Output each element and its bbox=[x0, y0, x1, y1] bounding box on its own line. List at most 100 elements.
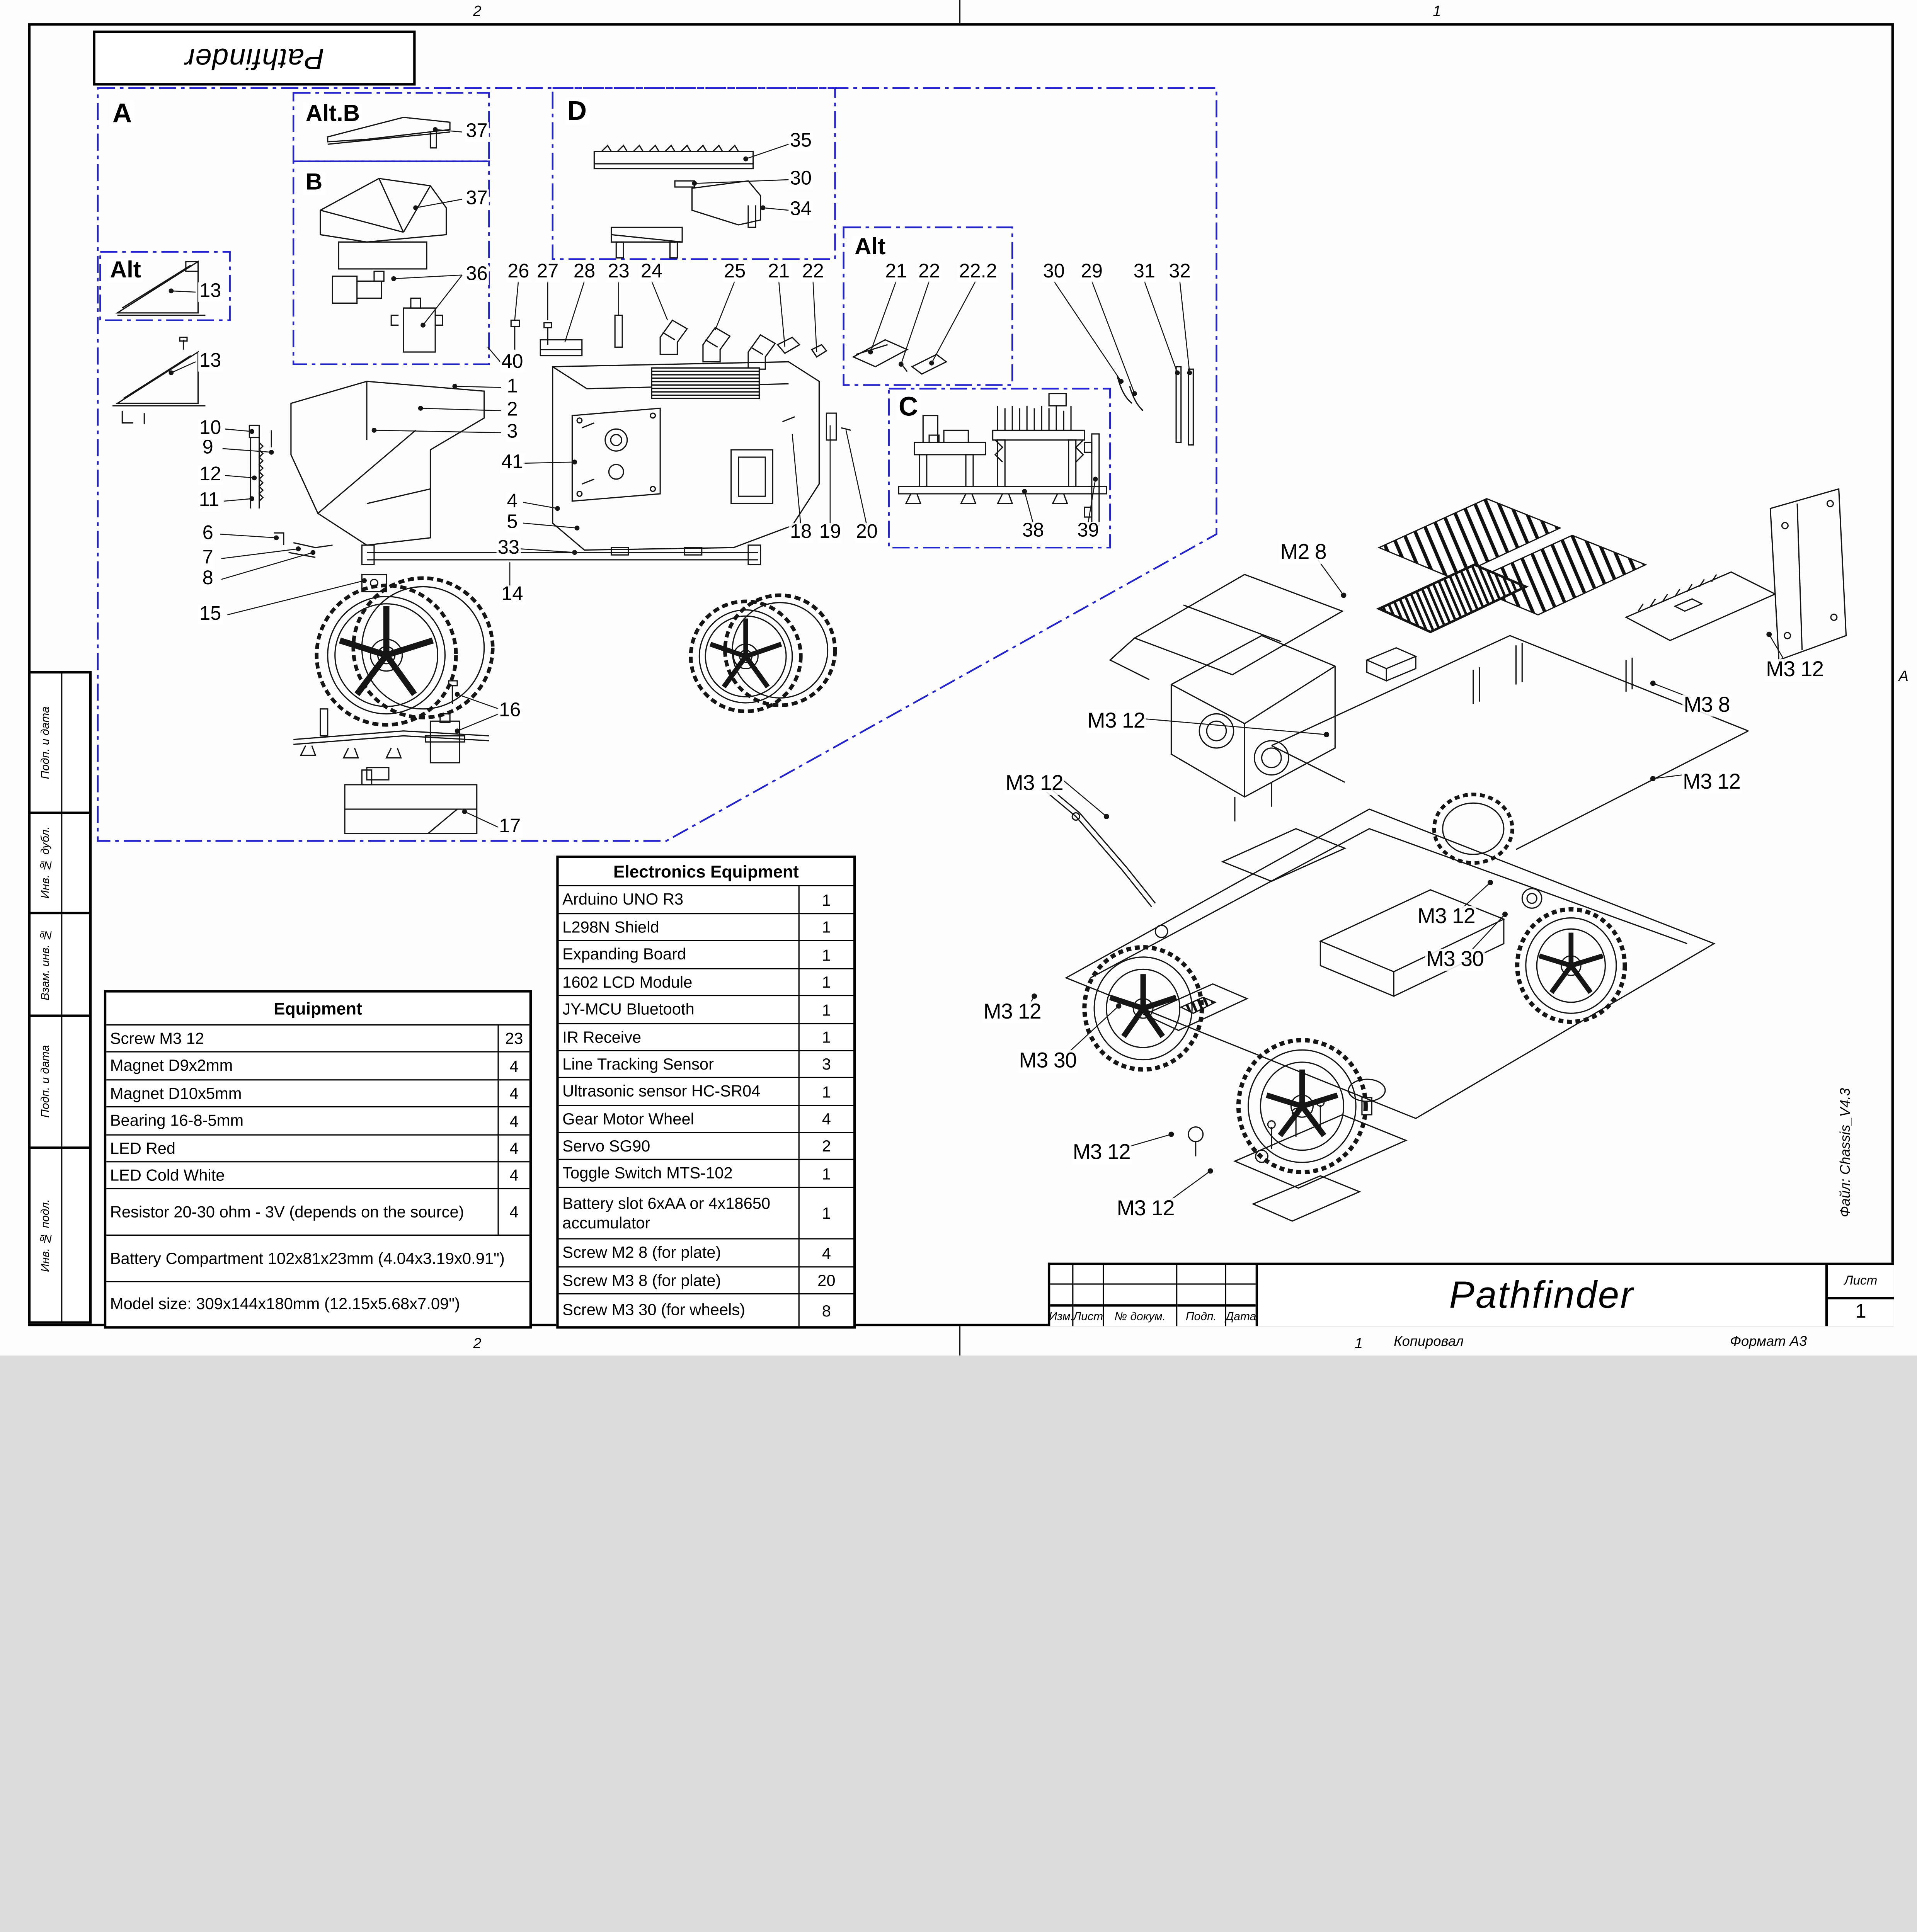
table-row: Screw M3 8 (for plate)20 bbox=[558, 1266, 853, 1293]
section-label-C: C bbox=[896, 393, 921, 421]
section-label-Alt-right: Alt bbox=[852, 236, 888, 259]
part-number-label: 23 bbox=[606, 262, 631, 282]
table-cell-name: Arduino UNO R3 bbox=[562, 890, 684, 908]
sheet-label: Лист bbox=[1828, 1265, 1894, 1299]
table-row: Line Tracking Sensor 3 bbox=[558, 1050, 853, 1077]
drawing-sheet: 2 1 2 1 A Копировал Формат A3 Файл: Chas… bbox=[0, 0, 1917, 1356]
assembly-view-drawing bbox=[1046, 488, 1847, 1222]
part-number-label: 35 bbox=[788, 131, 813, 152]
part-number-label: 10 bbox=[198, 418, 223, 439]
part-number-label: 30 bbox=[788, 169, 813, 190]
part-number-label: 1 bbox=[506, 377, 519, 398]
section-label-D: D bbox=[565, 97, 589, 125]
table-cell-qty: 1 bbox=[798, 996, 853, 1023]
table-cell-name: Expanding Board bbox=[562, 945, 686, 964]
drawing-canvas bbox=[97, 0, 1847, 1356]
table-cell-qty: 1 bbox=[798, 941, 853, 968]
title-block-column-label: Изм. bbox=[1049, 1310, 1074, 1323]
table-row: Battery slot 6xAA or 4x18650 accumulator… bbox=[558, 1187, 853, 1238]
section-box-A bbox=[97, 87, 1217, 842]
part-number-label: 22 bbox=[801, 262, 825, 282]
part-number-label: 33 bbox=[496, 538, 521, 559]
table-cell-qty: 8 bbox=[798, 1294, 853, 1327]
screw-size-label: M3 12 bbox=[1071, 1141, 1132, 1163]
footer-copied: Копировал bbox=[1394, 1335, 1464, 1350]
screw-size-label: M3 12 bbox=[1765, 658, 1825, 681]
part-number-label: 21 bbox=[766, 262, 791, 282]
part-number-label: 21 bbox=[884, 262, 909, 282]
equipment-table-title: Equipment bbox=[274, 998, 362, 1019]
table-cell-name: 1602 LCD Module bbox=[562, 973, 693, 991]
sheet-number: 1 bbox=[1855, 1301, 1866, 1323]
section-label-AltB: Alt.B bbox=[303, 102, 363, 126]
screw-size-label: M3 30 bbox=[1018, 1049, 1078, 1072]
part-number-label: 31 bbox=[1132, 262, 1157, 282]
table-cell-name: LED Red bbox=[110, 1139, 175, 1157]
sidebar-cell-label: Подп. и дата bbox=[39, 706, 53, 779]
sidebar-cell: Инв. № подл. bbox=[31, 1149, 89, 1321]
sidebar-cell: Взам. инв. № bbox=[31, 914, 89, 1017]
title-block-column-label: Подп. bbox=[1185, 1310, 1217, 1323]
section-box-D bbox=[552, 87, 836, 260]
table-cell-qty: 4 bbox=[497, 1189, 529, 1235]
part-number-label: 34 bbox=[788, 200, 813, 220]
part-number-label: 13 bbox=[198, 282, 223, 302]
screw-size-label: M2 8 bbox=[1279, 541, 1328, 563]
part-number-label: 40 bbox=[500, 353, 524, 373]
table-cell-qty: 1 bbox=[798, 1160, 853, 1187]
section-label-A: A bbox=[110, 100, 134, 127]
table-cell-qty: 3 bbox=[798, 1051, 853, 1077]
section-box-Alt-left bbox=[99, 251, 231, 321]
table-cell-qty: 20 bbox=[798, 1267, 853, 1293]
table-cell-name: Screw M3 12 bbox=[110, 1029, 204, 1048]
table-cell-name: Line Tracking Sensor bbox=[562, 1054, 714, 1073]
screw-size-label: M3 12 bbox=[1086, 710, 1146, 732]
part-number-label: 22.2 bbox=[958, 262, 999, 282]
table-row: Resistor 20-30 ohm - 3V (depends on the … bbox=[106, 1188, 529, 1235]
table-row: Screw M3 30 (for wheels)8 bbox=[558, 1293, 853, 1327]
screw-size-label: M3 12 bbox=[1416, 905, 1476, 928]
part-number-label: 37 bbox=[465, 122, 489, 142]
table-cell-name: Magnet D10x5mm bbox=[110, 1083, 242, 1102]
table-cell-name: Bearing 16-8-5mm bbox=[110, 1111, 244, 1130]
part-number-label: 11 bbox=[197, 491, 221, 511]
table-cell-qty: 1 bbox=[798, 914, 853, 940]
table-cell-name: Ultrasonic sensor HC-SR04 bbox=[562, 1082, 761, 1100]
title-block-column-label: № докум. bbox=[1114, 1310, 1166, 1323]
sidebar-cell-label: Инв. № дубл. bbox=[39, 827, 53, 899]
table-cell-name: Gear Motor Wheel bbox=[562, 1109, 694, 1128]
zone-number-bottom-left: 2 bbox=[473, 1335, 482, 1352]
part-number-label: 5 bbox=[506, 513, 519, 533]
part-number-label: 37 bbox=[465, 189, 489, 209]
part-number-label: 39 bbox=[1076, 521, 1100, 542]
section-label-B: B bbox=[303, 171, 325, 194]
part-number-label: 41 bbox=[500, 453, 524, 473]
part-number-label: 12 bbox=[198, 465, 223, 485]
section-box-B bbox=[292, 160, 490, 365]
exploded-view-drawing bbox=[112, 117, 1194, 834]
table-cell-name: LED Cold White bbox=[110, 1165, 225, 1184]
part-number-label: 28 bbox=[572, 262, 597, 282]
part-number-label: 30 bbox=[1042, 262, 1066, 282]
table-cell-name: Battery slot 6xAA or 4x18650 accumulator bbox=[562, 1194, 771, 1232]
part-number-label: 22 bbox=[917, 262, 941, 282]
zone-letter-right: A bbox=[1898, 667, 1908, 685]
footer-format: Формат A3 bbox=[1730, 1335, 1807, 1350]
part-number-label: 25 bbox=[722, 262, 747, 282]
part-number-label: 3 bbox=[506, 422, 519, 443]
table-cell-qty: 4 bbox=[798, 1106, 853, 1132]
section-label-Alt-left: Alt bbox=[107, 259, 144, 282]
table-row: Expanding Board 1 bbox=[558, 940, 853, 968]
table-row: Battery Compartment 102x81x23mm (4.04x3.… bbox=[106, 1234, 529, 1281]
